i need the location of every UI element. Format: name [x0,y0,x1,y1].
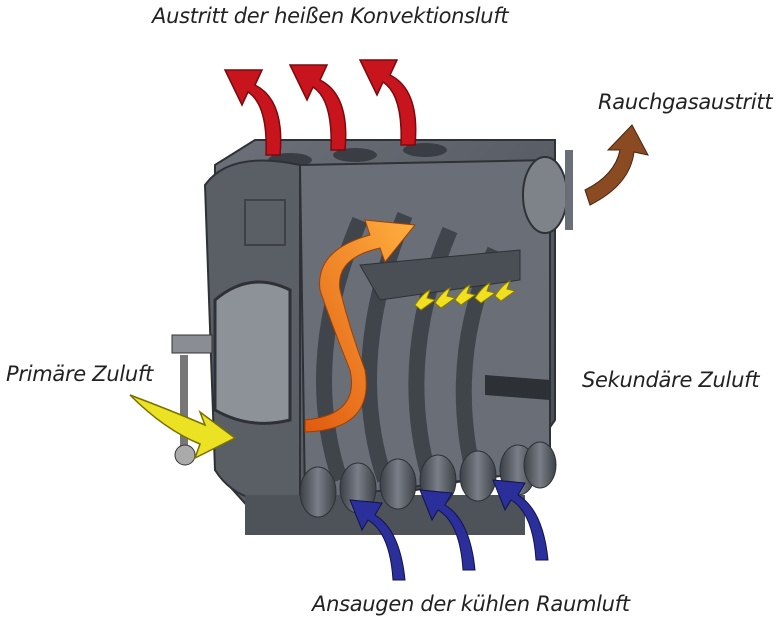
label-flue-gas-out: Rauchgasaustritt [598,90,773,114]
flame-arrow [304,219,416,433]
hot-air-arrows [223,59,417,156]
bottom-tubes [245,441,557,535]
flue-outlet [522,150,573,234]
primary-air-arrow [129,394,237,460]
primary-air-regulator [171,334,213,466]
flue-gas-arrow [584,124,649,206]
secondary-air-flap [485,375,550,400]
logo-emblem [244,199,286,246]
label-primary-air: Primäre Zuluft [6,362,153,386]
baffle [359,249,521,301]
label-convection-out: Austritt der heißen Konvektionsluft [152,4,509,28]
cool-air-arrows [349,479,549,581]
door [213,280,292,425]
label-room-air-intake: Ansaugen der kühlen Raumluft [312,592,630,616]
label-secondary-air: Sekundäre Zuluft [582,368,760,392]
secondary-air-arrows [414,280,517,311]
